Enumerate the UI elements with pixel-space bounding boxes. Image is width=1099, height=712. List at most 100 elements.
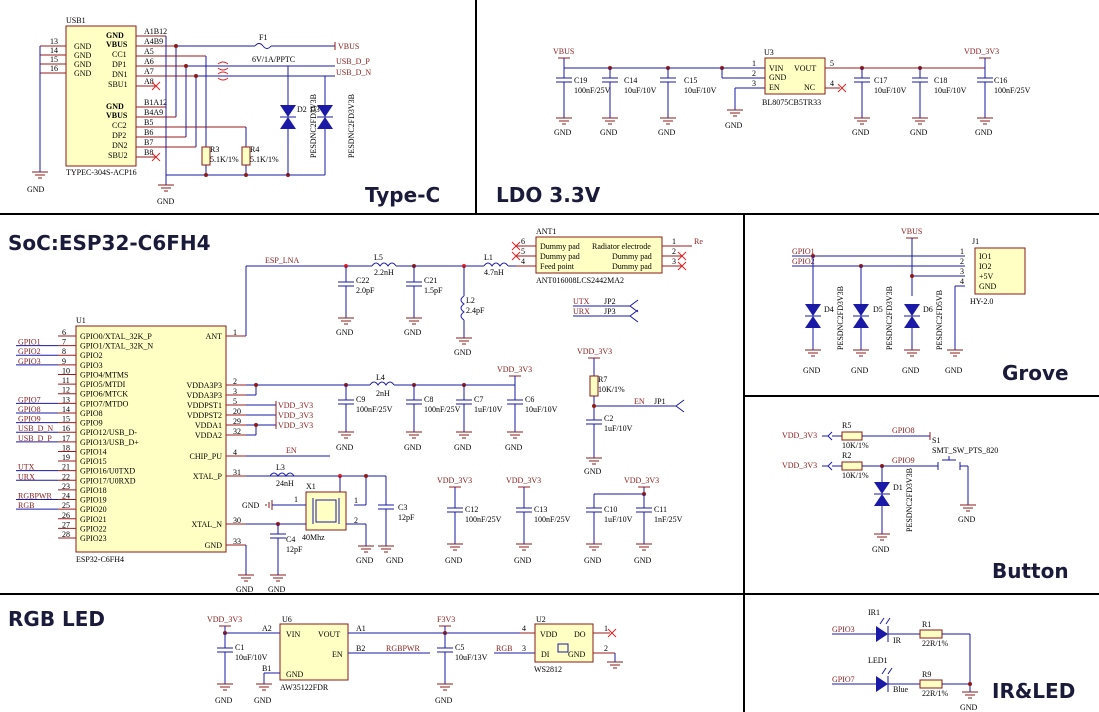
svg-text:Dummy pad: Dummy pad (612, 252, 652, 261)
u1-left-pin-name: GPIO4/MTMS (80, 370, 128, 379)
u6-ref: U6 (282, 615, 292, 624)
u1-left-pin-name: GPIO7/MTDO (80, 399, 129, 408)
svg-text:C12: C12 (465, 505, 478, 514)
svg-text:15: 15 (50, 55, 58, 64)
u1-right-pin-number: 31 (233, 468, 241, 477)
svg-text:SBU1: SBU1 (108, 80, 128, 89)
net-usb-dp: USB_D_P (336, 57, 370, 66)
u1-left-pin-number: 13 (62, 395, 70, 404)
u1-left-pin-number: 12 (62, 386, 70, 395)
svg-text:C4: C4 (286, 535, 295, 544)
u1-left-pin-number: 25 (62, 501, 70, 510)
svg-text:GND: GND (514, 556, 532, 565)
section-title-grove: Grove (1002, 361, 1069, 385)
svg-text:4: 4 (521, 257, 525, 266)
u1-left-pin-number: 14 (62, 405, 70, 414)
svg-text:C2: C2 (604, 414, 613, 423)
svg-text:100nF/25V: 100nF/25V (465, 515, 502, 524)
u1-right-pin-number: 20 (233, 407, 241, 416)
svg-text:VOUT: VOUT (794, 64, 816, 73)
u1-left-net-label: GPIO2 (18, 347, 41, 356)
svg-text:GND: GND (851, 366, 869, 375)
svg-text:R1: R1 (922, 620, 931, 629)
u1-left-pin-number: 17 (62, 434, 70, 443)
svg-text:13: 13 (50, 37, 58, 46)
svg-text:1: 1 (672, 237, 676, 246)
svg-text:GND: GND (268, 585, 286, 594)
svg-text:Dummy pad: Dummy pad (612, 262, 652, 271)
u1-part: ESP32-C6FH4 (76, 555, 124, 564)
svg-text:3: 3 (752, 79, 756, 88)
section-title-typec: Type-C (365, 183, 440, 207)
u1-left-pin-name: GPIO2 (80, 351, 103, 360)
u6-body (279, 623, 349, 681)
svg-text:X1: X1 (306, 482, 316, 491)
svg-text:B1A12: B1A12 (144, 98, 167, 107)
svg-text:22R/1%: 22R/1% (922, 689, 949, 698)
svg-text:VDD_3V3: VDD_3V3 (278, 421, 313, 430)
svg-text:1uF/10V: 1uF/10V (604, 515, 633, 524)
svg-text:B4A9: B4A9 (144, 108, 163, 117)
svg-text:1uF/10V: 1uF/10V (604, 424, 633, 433)
svg-text:100nF/25V: 100nF/25V (994, 86, 1031, 95)
u1-left-net-label: USB_D_N (18, 424, 53, 433)
svg-text:VDD_3V3: VDD_3V3 (782, 461, 817, 470)
u1-left-net-label: GPIO1 (18, 338, 41, 347)
u1-left-pin-name: GPIO6/MTCK (80, 390, 128, 399)
u1-right-pin-name: XTAL_P (193, 472, 223, 481)
svg-text:GND: GND (74, 51, 92, 60)
u1-left-pin-number: 21 (62, 463, 70, 472)
svg-text:C1: C1 (235, 643, 244, 652)
svg-text:VDD: VDD (540, 630, 558, 639)
svg-text:Radiator electrode: Radiator electrode (592, 242, 651, 251)
svg-text:A8: A8 (144, 77, 154, 86)
svg-text:VBUS: VBUS (106, 40, 128, 49)
usb-wiring: F1 6V/1A/PPTC VBUS USB_D_P USB_D_N R3 5.… (157, 33, 371, 206)
svg-text:DO: DO (574, 630, 586, 639)
ant1-body (535, 236, 663, 274)
svg-text:5.1K/1%: 5.1K/1% (250, 155, 279, 164)
svg-text:1: 1 (294, 495, 298, 504)
svg-text:GND: GND (803, 366, 821, 375)
svg-text:GND: GND (852, 128, 870, 137)
j1-part: HY-2.0 (970, 297, 993, 306)
u1-right-pin-number: 5 (233, 397, 237, 406)
svg-text:GND: GND (286, 670, 304, 679)
u1-left-pin-name: GPIO12/USB_D- (80, 428, 137, 437)
u1-left-pin-number: 26 (62, 511, 70, 520)
svg-text:5: 5 (830, 59, 834, 68)
net-vbus: VBUS (338, 42, 359, 51)
u1-right-pin-name: VDDA1 (195, 421, 222, 430)
u1-left-pin-name: GPIO0/XTAL_32K_P (80, 332, 152, 341)
u1-left-pin-name: GPIO16/U0TXD (80, 467, 135, 476)
svg-text:GND: GND (658, 128, 676, 137)
svg-text:PESDNC2FD3V3B: PESDNC2FD3V3B (836, 286, 845, 350)
u1-left-pin-name: GPIO1/XTAL_32K_N (80, 342, 153, 351)
u1-ref: U1 (76, 316, 86, 325)
u1-left-pin-number: 10 (62, 366, 70, 375)
u1-right-pin-number: 2 (233, 377, 237, 386)
svg-text:GND: GND (404, 443, 422, 452)
u1-body (75, 325, 227, 553)
u1-left-pin-number: 24 (62, 492, 70, 501)
svg-text:PESDNC2FD3V3B: PESDNC2FD3V3B (885, 286, 894, 350)
svg-text:GND: GND (872, 545, 890, 554)
svg-text:JP3: JP3 (604, 307, 616, 316)
svg-text:DN1: DN1 (112, 70, 128, 79)
u1-left-net-label: RGBPWR (18, 492, 52, 501)
u1-right-pin-number: 1 (233, 328, 237, 337)
u1-right-pin-number: 33 (233, 537, 241, 546)
svg-text:100nF/25V: 100nF/25V (424, 405, 461, 414)
svg-text:GND: GND (27, 185, 45, 194)
svg-text:VDD_3V3: VDD_3V3 (207, 615, 242, 624)
svg-text:GND: GND (106, 102, 124, 111)
u1-left-pin-number: 28 (62, 530, 70, 539)
svg-text:5.1K/1%: 5.1K/1% (210, 155, 239, 164)
svg-text:GND: GND (910, 128, 928, 137)
svg-text:R3: R3 (210, 145, 219, 154)
svg-text:GND: GND (902, 366, 920, 375)
svg-text:EN: EN (286, 446, 297, 455)
svg-text:10uF/10V: 10uF/10V (934, 86, 967, 95)
